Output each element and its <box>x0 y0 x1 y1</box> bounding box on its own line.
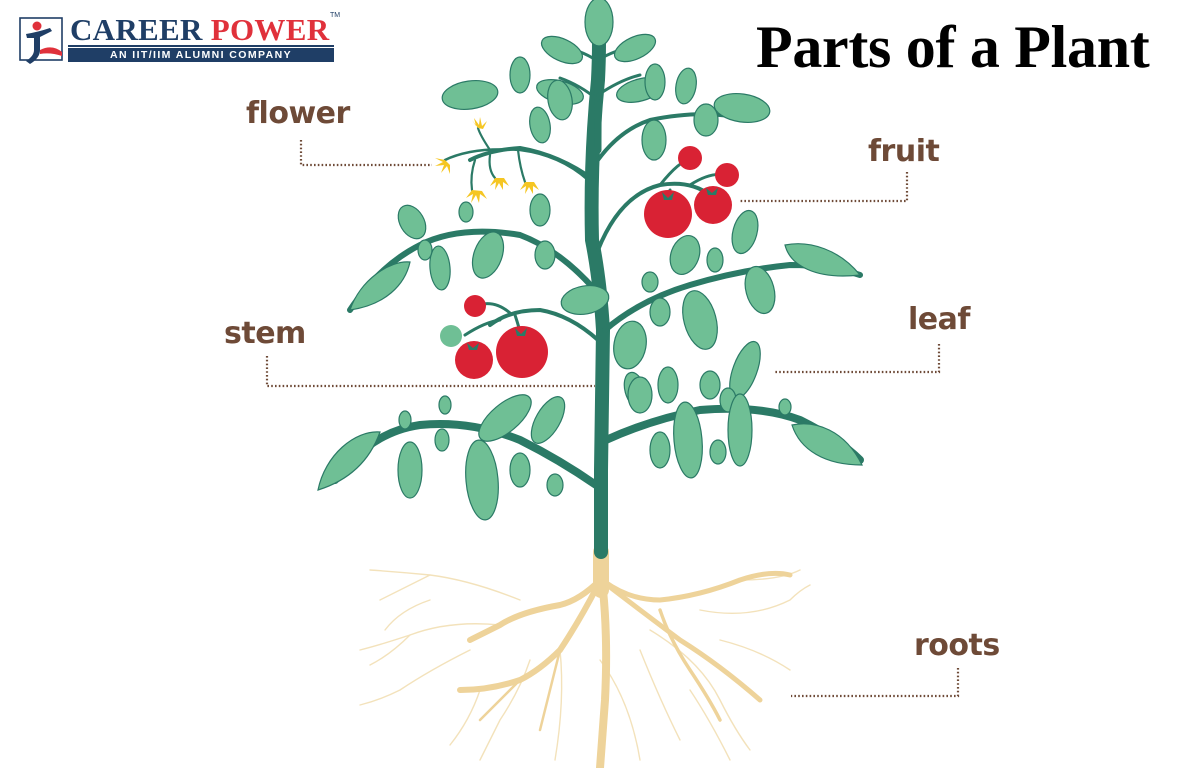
label-roots: roots <box>914 628 1000 663</box>
leader-lines <box>265 140 960 698</box>
leaf-leader-line <box>775 344 941 374</box>
logo-tagline: AN IIT/IIM ALUMNI COMPANY <box>68 48 334 62</box>
label-fruit: fruit <box>868 134 940 169</box>
logo-divider <box>68 45 334 47</box>
page-title: Parts of a Plant <box>756 14 1150 80</box>
logo-brand-text: CAREER POWER <box>70 12 329 48</box>
label-flower: flower <box>246 96 350 131</box>
fruit-calyx-group <box>467 188 718 350</box>
flowers-group <box>435 117 539 203</box>
roots-group <box>359 544 811 768</box>
label-stem: stem <box>224 316 306 351</box>
fruit-leader-line <box>740 172 909 203</box>
fruits-group <box>455 146 739 379</box>
career-power-logo: CAREER POWER TM AN IIT/IIM ALUMNI COMPAN… <box>18 12 341 70</box>
logo-word-power: POWER <box>210 12 330 47</box>
flower-leader-line <box>299 140 432 167</box>
label-leaf: leaf <box>908 302 970 337</box>
logo-word-career: CAREER <box>70 12 203 47</box>
runner-logo-icon <box>19 17 63 64</box>
green-fruit <box>440 325 462 347</box>
leaves-group <box>317 0 863 521</box>
trademark-mark: TM <box>330 12 341 19</box>
roots-leader-line <box>791 668 960 698</box>
